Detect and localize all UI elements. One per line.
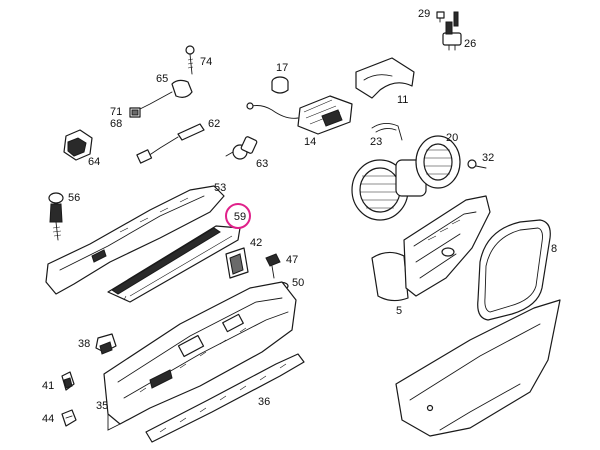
panel-cover-lower-right[interactable] [395, 299, 561, 437]
label-part-71: 71 [110, 106, 123, 118]
label-part-32: 32 [482, 152, 495, 164]
label-part-38: 38 [78, 338, 91, 350]
label-part-44: 44 [42, 413, 55, 425]
label-part-56: 56 [68, 192, 81, 204]
part-32-screw[interactable] [467, 159, 487, 169]
part-29-screw[interactable] [436, 11, 445, 23]
label-part-36: 36 [258, 396, 271, 408]
part-26-switch-module[interactable] [442, 11, 462, 51]
label-part-20: 20 [446, 132, 459, 144]
label-part-64: 64 [88, 156, 101, 168]
part-41-clip[interactable] [61, 371, 75, 391]
label-part-8: 8 [551, 243, 558, 255]
part-53-trim-panel[interactable] [45, 185, 225, 295]
label-part-23: 23 [370, 136, 383, 148]
label-part-11: 11 [397, 94, 409, 106]
part-62-temperature-sensor[interactable] [136, 123, 205, 164]
label-part-63: 63 [256, 158, 269, 170]
label-part-17: 17 [276, 62, 289, 74]
part-47-bolt[interactable] [265, 253, 281, 279]
part-20-blower-motor[interactable] [351, 135, 461, 221]
label-part-68: 68 [110, 118, 123, 130]
label-part-42: 42 [250, 237, 263, 249]
part-36-seal-strip[interactable] [145, 353, 305, 443]
label-part-14: 14 [304, 136, 317, 148]
part-63-actuator[interactable] [225, 136, 258, 160]
part-56-screw[interactable] [48, 192, 64, 241]
part-17-grommet[interactable] [271, 76, 289, 94]
part-14-blower-regulator[interactable] [246, 95, 353, 135]
label-part-74: 74 [200, 56, 213, 68]
part-35-main-housing[interactable] [103, 281, 297, 431]
label-part-5: 5 [396, 305, 403, 317]
part-23-clamp[interactable] [371, 123, 403, 141]
part-42-cover[interactable] [225, 247, 249, 279]
highlighted-part-number: 59 [233, 211, 247, 223]
label-part-62: 62 [208, 118, 221, 130]
label-part-35: 35 [96, 400, 109, 412]
label-part-29: 29 [418, 8, 431, 20]
part-65-sensor[interactable] [137, 79, 193, 111]
part-44-clip[interactable] [61, 409, 77, 427]
part-38-clip[interactable] [95, 333, 117, 355]
label-part-53: 53 [214, 182, 227, 194]
label-part-26: 26 [464, 38, 477, 50]
part-71-68-connector[interactable] [129, 107, 141, 118]
part-59-filter-element[interactable] [107, 225, 241, 303]
label-part-65: 65 [156, 73, 169, 85]
part-11-duct-cover[interactable] [355, 57, 415, 99]
part-5-blower-housing[interactable] [371, 195, 491, 302]
highlighted-part-callout[interactable]: 59 [225, 203, 251, 229]
label-part-50: 50 [292, 277, 305, 289]
label-part-47: 47 [286, 254, 299, 266]
part-64-switch[interactable] [63, 129, 93, 161]
part-8-gasket[interactable] [477, 219, 551, 321]
part-74-screw[interactable] [185, 45, 195, 75]
label-part-41: 41 [42, 380, 55, 392]
